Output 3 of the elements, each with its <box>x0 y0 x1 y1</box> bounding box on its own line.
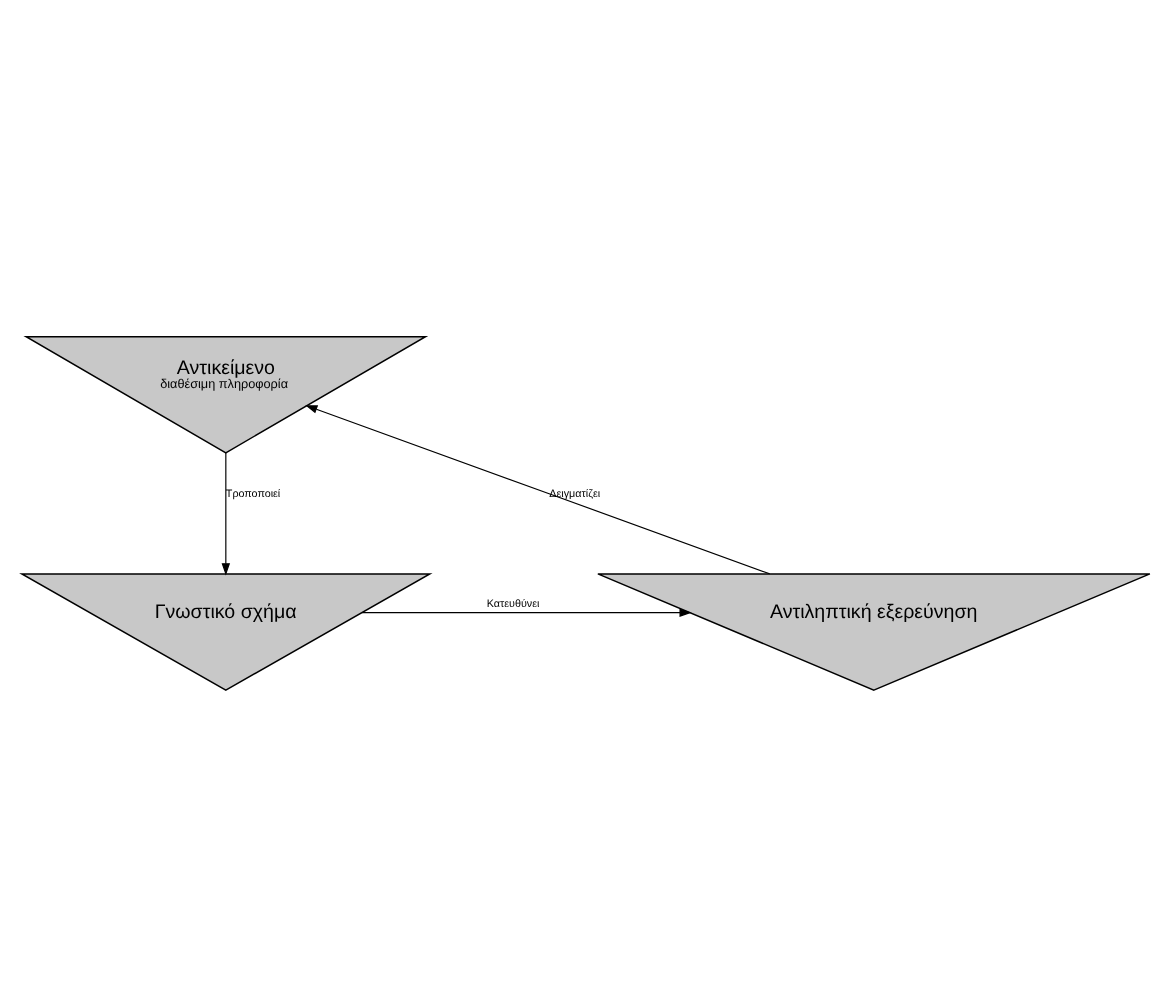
arrow <box>361 607 692 616</box>
arrow <box>221 451 231 575</box>
arrow <box>305 404 771 574</box>
